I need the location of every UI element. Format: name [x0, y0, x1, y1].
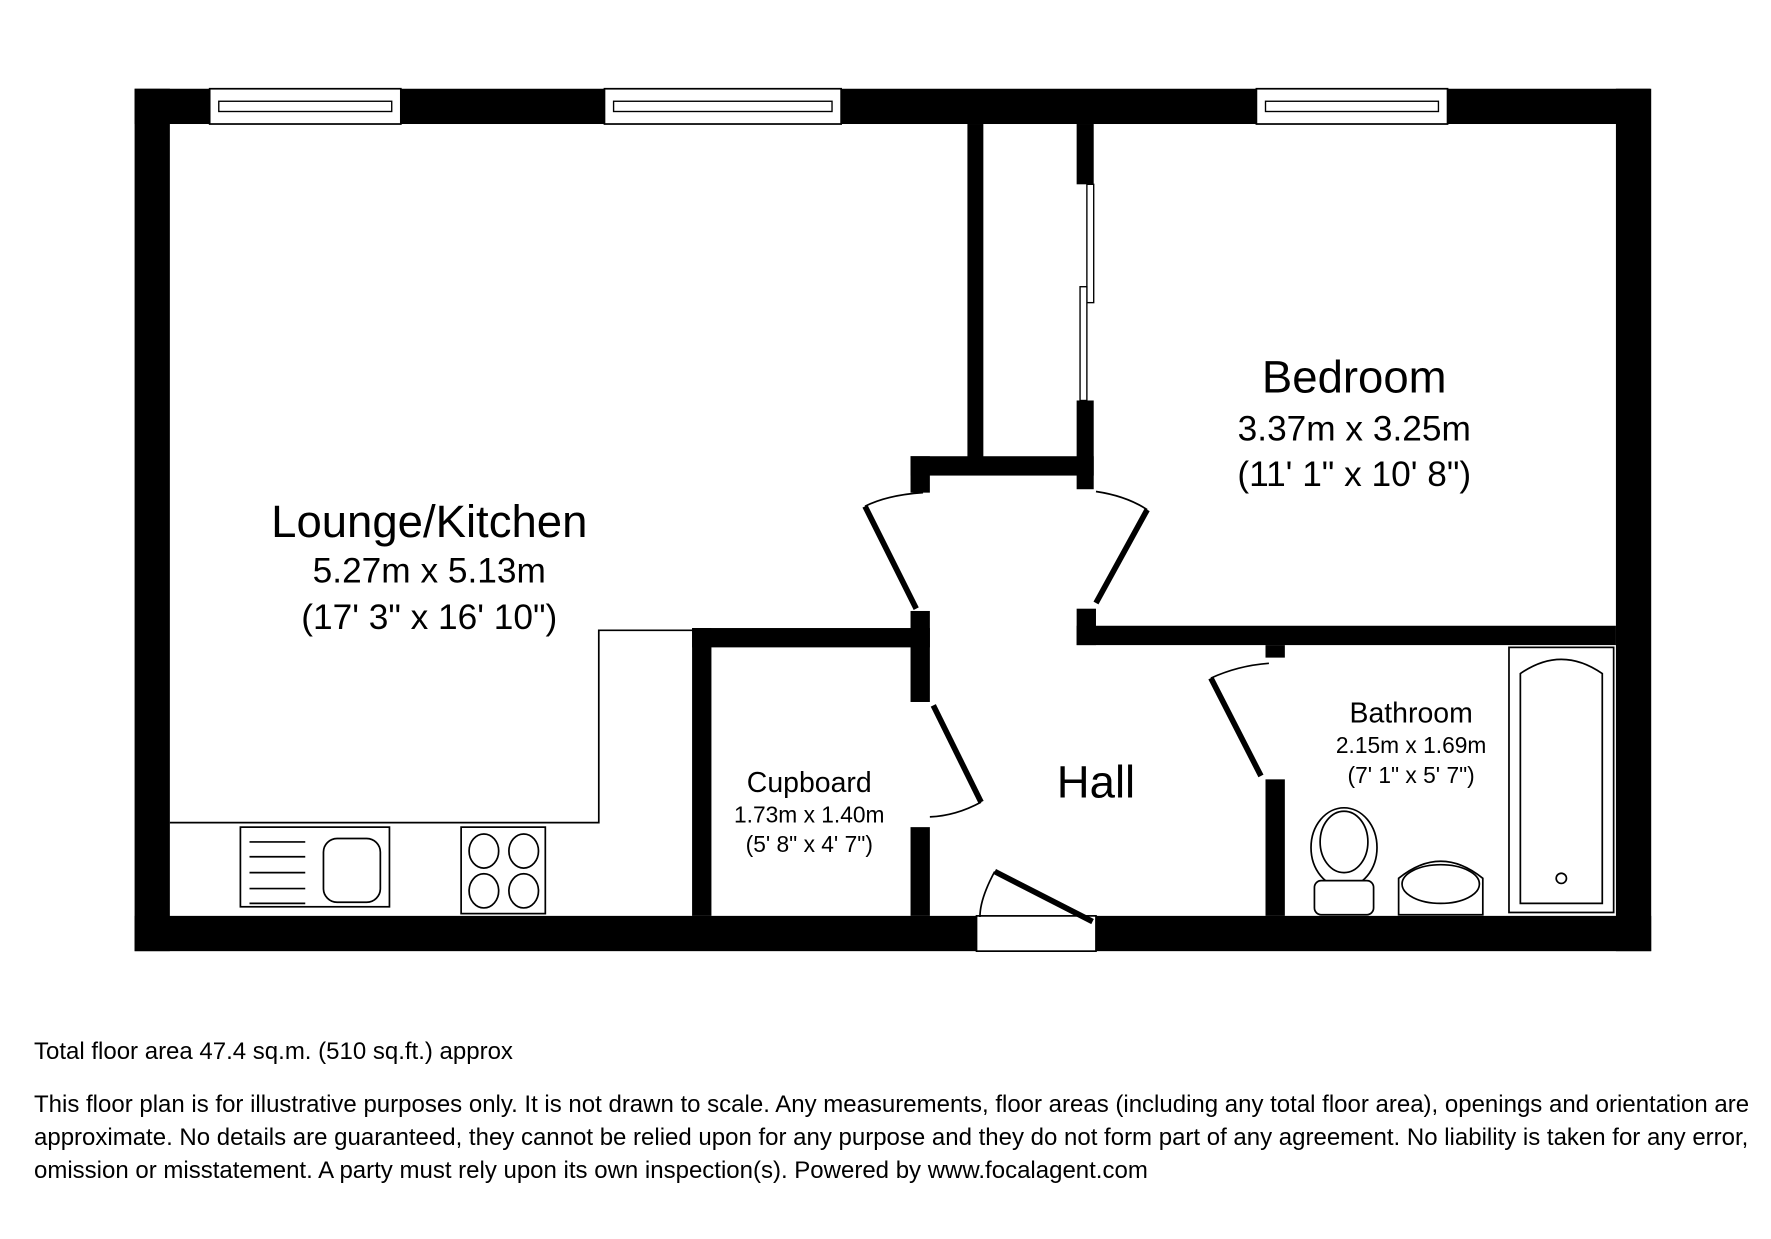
room-imperial: (11' 1" x 10' 8") [1237, 455, 1471, 494]
door-bathroom[interactable] [1208, 662, 1269, 778]
room-cupboard: Cupboard 1.73m x 1.40m (5' 8" x 4' 7") [734, 767, 884, 857]
room-imperial: (7' 1" x 5' 7") [1348, 762, 1475, 788]
basin-icon [1397, 860, 1484, 916]
window-1 [208, 87, 402, 125]
door-lounge[interactable] [862, 491, 924, 610]
door-cupboard[interactable] [929, 704, 984, 818]
room-metric: 5.27m x 5.13m [313, 552, 546, 591]
interior-walls [692, 124, 1616, 916]
door-entrance[interactable] [975, 868, 1097, 953]
room-name: Bathroom [1349, 697, 1472, 729]
room-name: Lounge/Kitchen [271, 496, 587, 547]
room-metric: 1.73m x 1.40m [734, 802, 884, 828]
room-name: Bedroom [1262, 352, 1447, 403]
room-imperial: (17' 3" x 16' 10") [301, 598, 557, 637]
window-2 [603, 87, 842, 125]
sink-icon [239, 826, 391, 908]
toilet-icon [1310, 806, 1378, 916]
room-hall: Hall [1057, 757, 1135, 808]
room-bathroom: Bathroom 2.15m x 1.69m (7' 1" x 5' 7") [1336, 697, 1486, 787]
door-bedroom[interactable] [1093, 490, 1150, 605]
kitchen-counter [169, 629, 693, 824]
room-lounge-kitchen: Lounge/Kitchen 5.27m x 5.13m (17' 3" x 1… [271, 496, 587, 637]
room-metric: 3.37m x 3.25m [1238, 409, 1471, 448]
room-name: Cupboard [747, 767, 872, 799]
bath-icon [1508, 646, 1615, 914]
room-bedroom: Bedroom 3.37m x 3.25m (11' 1" x 10' 8") [1237, 352, 1471, 494]
window-3 [1255, 87, 1449, 125]
total-floor-area: Total floor area 47.4 sq.m. (510 sq.ft.)… [34, 1038, 513, 1065]
room-metric: 2.15m x 1.69m [1336, 732, 1486, 758]
disclaimer-text: This floor plan is for illustrative purp… [34, 1091, 1750, 1184]
room-imperial: (5' 8" x 4' 7") [746, 831, 873, 857]
sliding-doors [1079, 183, 1095, 402]
hob-icon [460, 826, 547, 915]
room-name: Hall [1057, 757, 1135, 808]
